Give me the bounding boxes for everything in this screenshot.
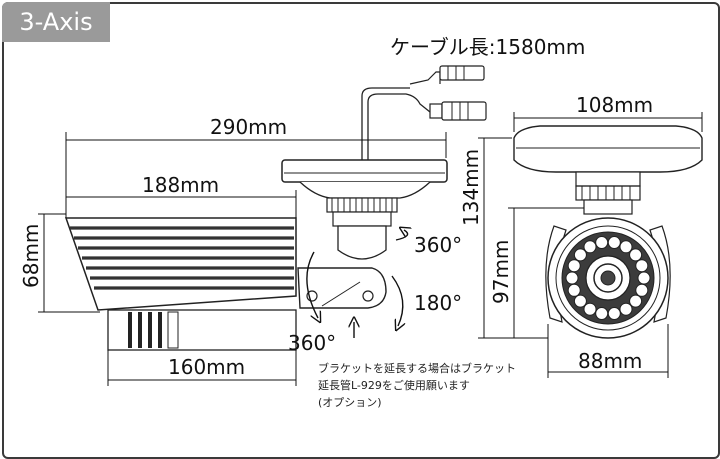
ir-led <box>619 240 633 254</box>
ir-led <box>573 248 587 262</box>
total-height-label: 134mm <box>459 149 483 226</box>
ir-led <box>629 294 643 308</box>
front-width-label: 88mm <box>578 349 642 373</box>
rotate-rotation-label: 360° <box>288 331 336 355</box>
note-line: 延長管L-929をご使用願います <box>318 379 470 392</box>
ir-led <box>567 259 581 273</box>
pan-rotation-label: 360° <box>414 233 462 257</box>
mount-width-label: 108mm <box>576 93 653 117</box>
body-height-label: 68mm <box>19 224 43 288</box>
dimension-lines <box>38 132 447 386</box>
front-dimension-lines <box>478 112 703 378</box>
ir-led <box>607 236 621 249</box>
mount-plate <box>281 159 448 183</box>
front-height-label: 97mm <box>489 240 513 304</box>
cable-length-label: ケーブル長:1580mm <box>390 35 585 59</box>
note-line: ブラケットを延長する場合はブラケット <box>318 362 516 375</box>
ir-led <box>619 302 633 316</box>
front-view <box>513 125 703 339</box>
ir-led <box>565 271 579 285</box>
ir-led <box>567 283 581 297</box>
ir-led <box>583 302 597 316</box>
ir-led <box>637 271 651 285</box>
ir-led-ring <box>565 236 651 320</box>
axis-badge: 3-Axis <box>2 2 110 42</box>
body-length-label: 188mm <box>142 173 219 197</box>
ir-led <box>635 283 649 297</box>
ir-led <box>583 240 597 254</box>
ir-led <box>573 294 587 308</box>
note-line: (オプション) <box>318 396 382 409</box>
ir-led <box>595 307 609 320</box>
ir-led <box>629 248 643 262</box>
ir-led <box>635 259 649 273</box>
tilt-rotation-label: 180° <box>414 291 462 315</box>
bracket-extension-note: ブラケットを延長する場合はブラケット 延長管L-929をご使用願います (オプシ… <box>318 360 548 411</box>
ir-led <box>607 307 621 320</box>
ir-led <box>595 236 609 249</box>
overall-length-label: 290mm <box>210 115 287 139</box>
base-length-label: 160mm <box>168 355 245 379</box>
side-view <box>64 65 487 351</box>
